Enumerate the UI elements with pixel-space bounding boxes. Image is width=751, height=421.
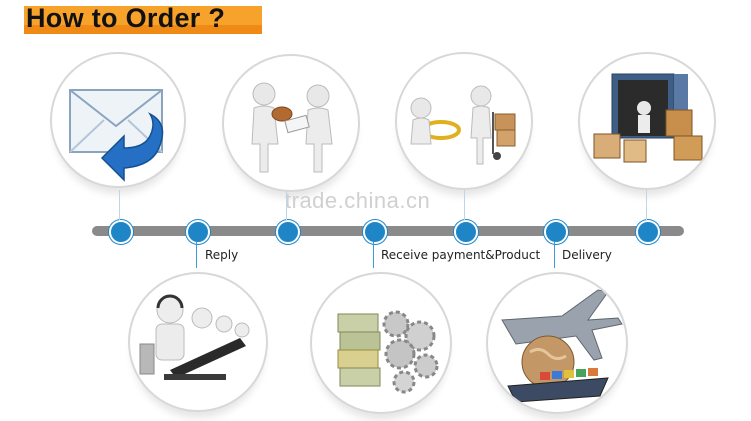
timeline-dot xyxy=(186,220,210,244)
watermark: trade.china.cn xyxy=(285,188,431,213)
timeline-dot xyxy=(276,220,300,244)
warehouse-boxes-icon xyxy=(578,52,716,190)
delivery-figures-icon xyxy=(395,52,533,190)
timeline-dot xyxy=(454,220,478,244)
step-label-delivery: Delivery xyxy=(562,248,612,262)
envelope-reply-icon xyxy=(50,52,186,188)
timeline-dot xyxy=(363,220,387,244)
connector-line xyxy=(286,190,287,220)
step-label-reply: Reply xyxy=(205,248,239,262)
airplane-globe-ship-icon xyxy=(486,272,628,414)
timeline-dot xyxy=(636,220,660,244)
money-gears-icon xyxy=(310,272,452,414)
page-title: How to Order ? xyxy=(26,3,226,33)
connector-line xyxy=(646,190,647,220)
connector-line xyxy=(464,190,465,220)
title-banner xyxy=(24,6,262,34)
connector-line xyxy=(373,242,374,268)
connector-line xyxy=(554,242,555,268)
timeline-dot xyxy=(544,220,568,244)
handshake-figures-icon xyxy=(222,54,360,192)
call-center-icon xyxy=(128,272,268,412)
connector-line xyxy=(119,190,120,220)
timeline-dot xyxy=(109,220,133,244)
connector-line xyxy=(196,242,197,268)
timeline-bar xyxy=(92,226,684,236)
step-label-receive: Receive payment&Product xyxy=(381,248,541,262)
